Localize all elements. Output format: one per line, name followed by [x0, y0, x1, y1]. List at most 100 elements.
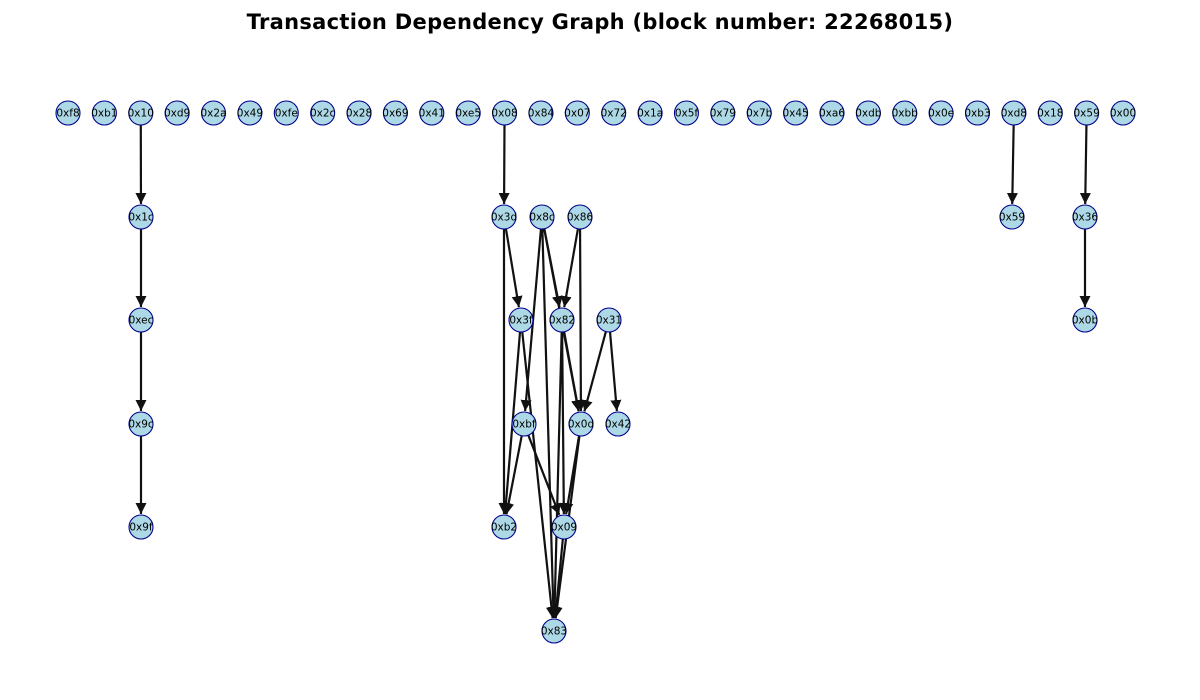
- graph-node[interactable]: 0x09: [551, 514, 577, 540]
- edge-n_8c-to-n_83: [541, 228, 559, 619]
- graph-node[interactable]: 0x83: [541, 618, 567, 644]
- node-circle: [492, 100, 518, 126]
- graph-node[interactable]: 0x45: [782, 100, 809, 126]
- graph-node[interactable]: 0x3f: [508, 307, 534, 333]
- node-circle: [455, 100, 481, 126]
- graph-node[interactable]: 0xd9: [164, 100, 190, 126]
- graph-node[interactable]: 0x31: [596, 307, 622, 333]
- graph-node[interactable]: 0x00: [1110, 100, 1136, 126]
- node-label: 0x9f: [129, 522, 153, 534]
- node-circle: [200, 100, 227, 126]
- node-circle: [1037, 100, 1063, 126]
- edges-layer: [135, 124, 1091, 619]
- graph-node[interactable]: 0x10: [128, 100, 154, 126]
- graph-node[interactable]: 0xbb: [892, 100, 919, 126]
- graph-node[interactable]: 0x0b: [1072, 307, 1099, 333]
- graph-node[interactable]: 0x42: [605, 411, 631, 437]
- node-label: 0x10: [128, 108, 154, 120]
- node-label: 0xd8: [1001, 108, 1027, 120]
- graph-node[interactable]: 0x5f: [673, 100, 700, 126]
- node-circle: [491, 514, 517, 540]
- graph-node[interactable]: 0x59: [1074, 100, 1100, 126]
- graph-node[interactable]: 0x9c: [128, 411, 154, 437]
- node-label: 0xfe: [275, 108, 298, 120]
- node-label: 0x1c: [128, 212, 154, 224]
- graph-node[interactable]: 0xb3: [964, 100, 991, 126]
- node-circle: [128, 514, 154, 540]
- graph-node[interactable]: 0x41: [419, 100, 445, 126]
- node-circle: [528, 100, 554, 126]
- node-label: 0x9c: [128, 419, 154, 431]
- graph-node[interactable]: 0xe5: [455, 100, 481, 126]
- node-label: 0x36: [1072, 212, 1099, 224]
- node-label: 0x08: [491, 108, 517, 120]
- node-label: 0x8c: [529, 212, 555, 224]
- edge-r0_59-to-n_36: [1079, 124, 1091, 205]
- edge-n_82-to-n_83: [549, 331, 563, 619]
- graph-node[interactable]: 0xec: [128, 307, 154, 333]
- graph-node[interactable]: 0xd8: [1001, 100, 1027, 126]
- graph-node[interactable]: 0x28: [346, 100, 372, 126]
- graph-node[interactable]: 0x1a: [637, 100, 663, 126]
- graph-node[interactable]: 0x1c: [128, 204, 154, 230]
- node-label: 0x1a: [637, 108, 663, 120]
- graph-node[interactable]: 0x82: [549, 307, 575, 333]
- graph-node[interactable]: 0x59: [999, 204, 1025, 230]
- node-circle: [164, 100, 190, 126]
- graph-node[interactable]: 0xbf: [511, 411, 537, 437]
- graph-node[interactable]: 0x2a: [200, 100, 227, 126]
- graph-node[interactable]: 0x2c: [310, 100, 336, 126]
- node-label: 0xd9: [164, 108, 190, 120]
- graph-node[interactable]: 0x3d: [491, 204, 517, 230]
- graph-node[interactable]: 0xdb: [855, 100, 882, 126]
- graph-node[interactable]: 0x69: [382, 100, 409, 126]
- node-circle: [999, 204, 1025, 230]
- graph-node[interactable]: 0x0d: [568, 411, 594, 437]
- graph-node[interactable]: 0x79: [710, 100, 736, 126]
- node-label: 0x0b: [1072, 315, 1099, 327]
- node-circle: [91, 100, 117, 126]
- graph-node[interactable]: 0x7b: [746, 100, 773, 126]
- graph-node[interactable]: 0x36: [1072, 204, 1099, 230]
- node-circle: [128, 307, 154, 333]
- graph-node[interactable]: 0xf8: [55, 100, 81, 126]
- node-circle: [1072, 204, 1098, 230]
- node-label: 0x5f: [675, 108, 699, 120]
- graph-node[interactable]: 0x8c: [529, 204, 555, 230]
- graph-node[interactable]: 0xfe: [273, 100, 299, 126]
- node-label: 0xa6: [819, 108, 845, 120]
- graph-node[interactable]: 0x18: [1037, 100, 1063, 126]
- node-circle: [128, 100, 154, 126]
- graph-node[interactable]: 0x84: [528, 100, 555, 126]
- graph-node[interactable]: 0x72: [601, 100, 627, 126]
- graph-node[interactable]: 0xa6: [819, 100, 845, 126]
- graph-node[interactable]: 0x49: [237, 100, 263, 126]
- node-label: 0x42: [605, 419, 631, 431]
- node-circle: [1074, 100, 1100, 126]
- node-label: 0xbf: [512, 419, 536, 431]
- graph-node[interactable]: 0xb2: [491, 514, 517, 540]
- graph-node[interactable]: 0xb1: [91, 100, 118, 126]
- graph-node[interactable]: 0x86: [567, 204, 594, 230]
- node-circle: [637, 100, 663, 126]
- graph-node[interactable]: 0x0e: [928, 100, 954, 126]
- edge-n_31-to-n_42: [608, 331, 622, 412]
- graph-node[interactable]: 0x9f: [128, 514, 154, 540]
- node-circle: [567, 204, 593, 230]
- node-circle: [491, 204, 517, 230]
- node-label: 0x7b: [746, 108, 773, 120]
- node-label: 0x28: [346, 108, 372, 120]
- node-label: 0x69: [382, 108, 408, 120]
- graph-node[interactable]: 0x08: [491, 100, 518, 126]
- node-circle: [549, 307, 575, 333]
- node-circle: [673, 100, 700, 126]
- node-label: 0xb2: [491, 522, 517, 534]
- node-label: 0xf8: [56, 108, 79, 120]
- node-label: 0x09: [551, 522, 577, 534]
- node-circle: [783, 100, 809, 126]
- node-circle: [382, 100, 408, 126]
- edge-n_86-to-n_0d: [575, 228, 587, 412]
- node-circle: [508, 307, 534, 333]
- graph-node[interactable]: 0x07: [564, 100, 590, 126]
- node-label: 0x59: [999, 212, 1025, 224]
